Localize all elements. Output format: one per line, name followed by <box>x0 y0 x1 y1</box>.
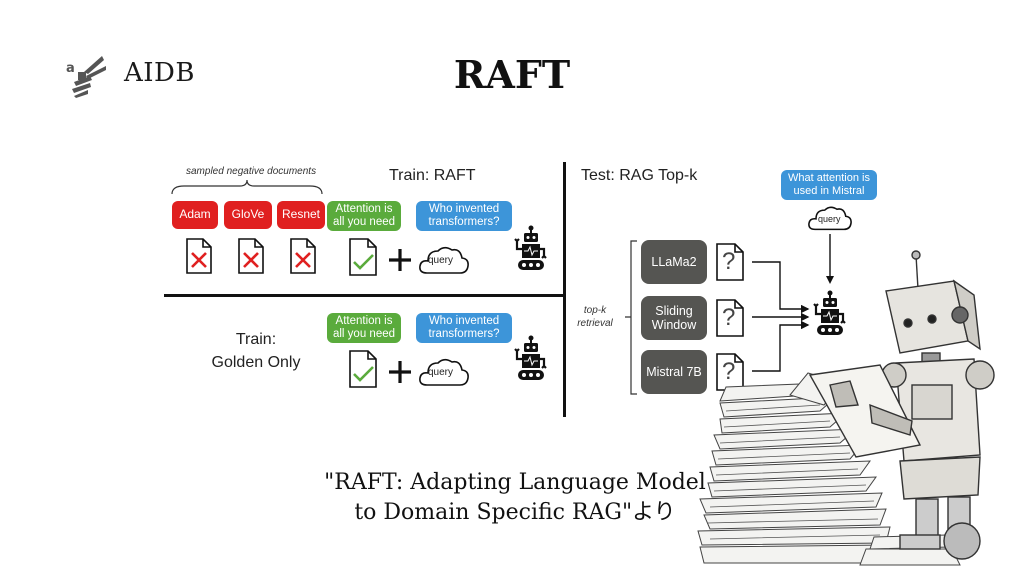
rejected-document-icon <box>238 238 264 274</box>
arrow-mistral <box>752 320 810 372</box>
negatives-label: sampled negative documents <box>186 166 317 177</box>
retrieved-doc-label: Mistral 7B <box>641 350 707 394</box>
query-arrow <box>826 234 834 284</box>
test-rag-title: Test: RAG Top-k <box>581 167 698 184</box>
page-title: RAFT <box>453 52 571 97</box>
bee-logo-icon: a <box>66 56 106 98</box>
question-label: Who invented transformers? <box>416 201 512 231</box>
caption-line1: "RAFT: Adapting Language Model <box>324 470 706 495</box>
query-label: query <box>818 214 841 224</box>
arrow-llama <box>752 261 810 314</box>
golden-doc-label: Attention is all you need <box>327 313 401 343</box>
paper-stack-shading <box>707 404 881 540</box>
rejected-document-icon <box>290 238 316 274</box>
negative-doc-label: Resnet <box>277 201 325 229</box>
retrieval-label: top-k retrieval <box>570 304 620 330</box>
retrieval-bracket <box>625 240 637 395</box>
negative-doc-label: GloVe <box>224 201 272 229</box>
robot-icon <box>514 335 547 380</box>
unknown-document-icon <box>716 353 744 391</box>
retrieval-label-line1: top-k <box>583 305 607 316</box>
vertical-divider <box>563 162 566 417</box>
query-cloud-icon <box>808 206 852 231</box>
horizontal-divider <box>164 294 566 297</box>
retrieved-doc-label: LLaMa2 <box>641 240 707 284</box>
robot-icon <box>813 290 846 335</box>
caption-line2: to Domain Specific RAG"より <box>354 500 676 525</box>
rejected-document-icon <box>186 238 212 274</box>
negative-doc-label: Adam <box>172 201 218 229</box>
train-golden-title-line1: Train: <box>235 331 277 348</box>
train-golden-title-line2: Golden Only <box>211 354 301 371</box>
query-cloud-icon <box>419 358 469 386</box>
robot-icon <box>514 225 547 270</box>
question-label: Who invented transformers? <box>416 313 512 343</box>
negatives-brace <box>171 179 323 195</box>
query-label: query <box>428 367 454 378</box>
unknown-mark: ? <box>722 358 736 385</box>
query-label: query <box>428 255 454 266</box>
unknown-mark: ? <box>722 248 736 275</box>
golden-document-icon <box>349 350 377 388</box>
unknown-document-icon <box>716 299 744 337</box>
query-cloud-icon <box>419 246 469 274</box>
svg-text:a: a <box>66 61 75 76</box>
brand-name: AIDB <box>124 58 195 88</box>
train-golden-title: Train: Golden Only <box>196 328 316 374</box>
question-label: What attention is used in Mistral <box>781 170 877 200</box>
golden-doc-label: Attention is all you need <box>327 201 401 231</box>
illustrated-robot <box>808 250 995 560</box>
source-caption: "RAFT: Adapting Language Model to Domain… <box>250 468 780 528</box>
robot-illustration <box>697 250 995 566</box>
plus-icon <box>389 361 411 383</box>
unknown-mark: ? <box>722 304 736 331</box>
golden-document-icon <box>349 238 377 276</box>
unknown-document-icon <box>716 243 744 281</box>
plus-icon <box>389 249 411 271</box>
retrieved-doc-label: Sliding Window <box>641 296 707 340</box>
retrieval-arrows <box>752 261 810 372</box>
train-raft-title: Train: RAFT <box>389 167 476 184</box>
retrieval-label-line2: retrieval <box>577 318 613 329</box>
